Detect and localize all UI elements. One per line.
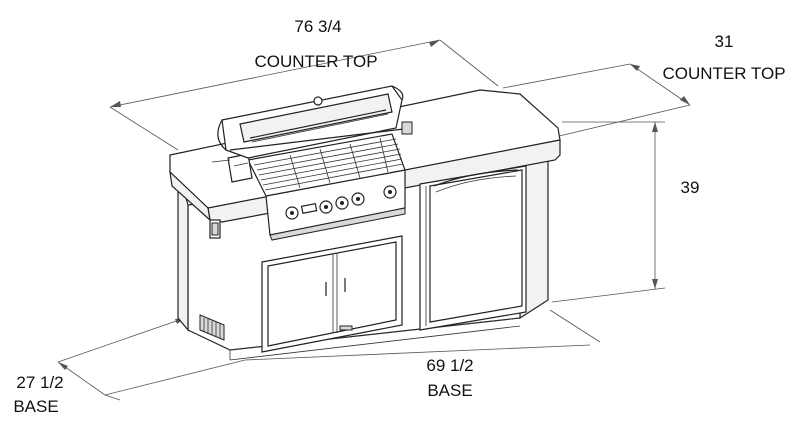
outlet-icon <box>209 219 221 239</box>
access-doors <box>261 235 403 353</box>
grill-unit <box>211 85 413 241</box>
dim-base-depth: 27 1/2 BASE <box>13 373 63 416</box>
counter-top-length-label: COUNTER TOP <box>254 52 377 71</box>
dim-base-length: 69 1/2 BASE <box>426 356 473 400</box>
vent-grille-icon <box>199 314 225 341</box>
base-length-label: BASE <box>427 381 472 400</box>
grill-knob-icon <box>383 185 397 199</box>
counter-top-depth-label: COUNTER TOP <box>662 64 785 83</box>
dim-counter-top-depth: 31 COUNTER TOP <box>662 32 785 83</box>
base-depth-label: BASE <box>13 397 58 416</box>
grill-knob-icon <box>319 200 333 214</box>
dimension-lines <box>57 39 691 401</box>
counter-top-length-value: 76 3/4 <box>294 17 341 36</box>
base-depth-value: 27 1/2 <box>16 373 63 392</box>
counter-top-depth-value: 31 <box>715 32 734 51</box>
height-value: 39 <box>681 178 700 197</box>
grill-knob-icon <box>285 206 299 220</box>
base-length-value: 69 1/2 <box>426 356 473 375</box>
grill-knob-icon <box>351 192 365 206</box>
dim-height: 39 <box>681 178 700 197</box>
grill-knob-icon <box>335 196 349 210</box>
refrigerator <box>419 165 527 331</box>
dim-counter-top-length: 76 3/4 COUNTER TOP <box>254 17 377 71</box>
